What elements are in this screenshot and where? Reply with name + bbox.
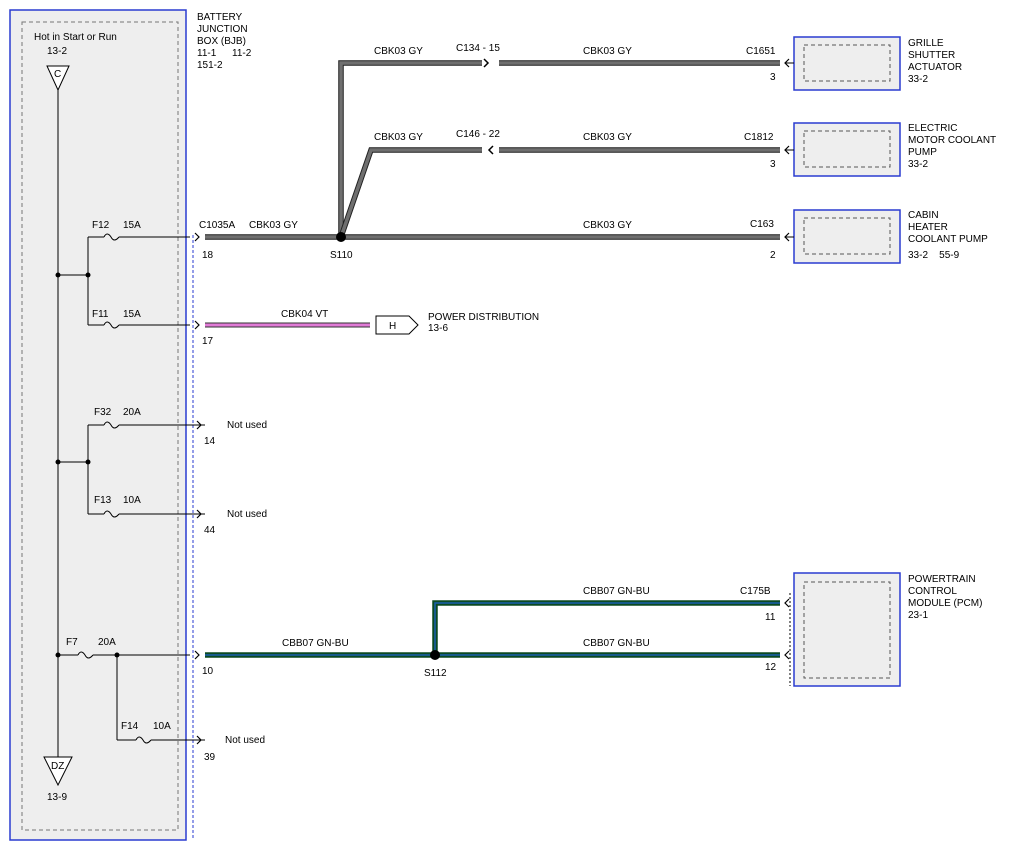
wire-label-cbk03-3: CBK03 GY: [374, 46, 423, 57]
pin-pcm-11: 11: [765, 612, 776, 623]
pcm-line-4: 23-1: [908, 610, 928, 621]
splice-s112-label: S112: [424, 668, 447, 679]
connector-c1812: C1812: [744, 132, 774, 143]
grille-line-1: GRILLE: [908, 38, 944, 49]
pcm-line-2: CONTROL: [908, 586, 957, 597]
power-distribution-label: POWER DISTRIBUTION: [428, 312, 539, 323]
fuse-f11: F11 15A: [88, 309, 190, 329]
pin-pump: 3: [770, 159, 776, 170]
inline-connector-c146: C146 - 22: [456, 129, 500, 140]
pin-39: 39: [204, 752, 216, 763]
grille-line-4: 33-2: [908, 74, 928, 85]
svg-text:10A: 10A: [153, 721, 171, 732]
offpage-connector-h: [375, 315, 419, 335]
bjb-ref-3: 151-2: [197, 60, 223, 71]
wire-cbk03-gy: [205, 60, 780, 240]
pin-17: 17: [202, 336, 214, 347]
wire-label-cbk03-6: CBK03 GY: [583, 132, 632, 143]
pin-grille: 3: [770, 72, 776, 83]
cabin-line-4: 33-2 55-9: [908, 250, 960, 261]
wire-label-cbk03-1: CBK03 GY: [249, 220, 298, 231]
svg-text:20A: 20A: [98, 637, 116, 648]
svg-text:F32: F32: [94, 407, 112, 418]
component-cabin-heater-coolant-pump: [784, 209, 901, 264]
wire-label-cbb07-2: CBB07 GN-BU: [583, 638, 650, 649]
hot-ref: 13-2: [47, 46, 67, 57]
cabin-line-1: CABIN: [908, 210, 939, 221]
ground-symbol-bottom: [43, 756, 73, 787]
offpage-connector-h-label: H: [389, 321, 396, 332]
svg-text:20A: 20A: [123, 407, 141, 418]
pump-line-3: PUMP: [908, 147, 937, 158]
svg-text:F7: F7: [66, 637, 78, 648]
power-distribution-ref: 13-6: [428, 323, 448, 334]
bjb-inner-border: [21, 21, 179, 831]
svg-text:F14: F14: [121, 721, 139, 732]
svg-text:F13: F13: [94, 495, 112, 506]
svg-text:15A: 15A: [123, 220, 141, 231]
wire-label-cbb07-3: CBB07 GN-BU: [583, 586, 650, 597]
pin-14: 14: [204, 436, 216, 447]
fuse-f7: F7 20A: [58, 637, 190, 740]
not-used-14: Not used: [227, 420, 267, 431]
splice-s112: [430, 650, 440, 660]
connector-c175b: C175B: [740, 586, 771, 597]
bjb-title-3: BOX (BJB): [197, 36, 246, 47]
pump-line-2: MOTOR COOLANT: [908, 135, 996, 146]
component-grille-shutter-actuator: [784, 36, 901, 91]
pin-44: 44: [204, 525, 216, 536]
pump-line-4: 33-2: [908, 159, 928, 170]
bjb-ref-1: 11-1: [197, 48, 217, 59]
splice-s110: [336, 232, 346, 242]
not-used-44: Not used: [227, 509, 267, 520]
connector-c163: C163: [750, 219, 774, 230]
wire-cbb07-gnbu: [205, 600, 780, 658]
cabin-line-3: COOLANT PUMP: [908, 234, 988, 245]
connector-c1035a: C1035A: [199, 220, 235, 231]
inline-connector-c134: C134 - 15: [456, 43, 500, 54]
pin-10: 10: [202, 666, 214, 677]
wire-label-cbb07-1: CBB07 GN-BU: [282, 638, 349, 649]
fuse-f12: F12 15A: [88, 220, 190, 241]
hot-label: Hot in Start or Run: [34, 32, 117, 43]
pcm-line-3: MODULE (PCM): [908, 598, 982, 609]
bjb-title-1: BATTERY: [197, 12, 243, 23]
wire-label-cbk03-4: CBK03 GY: [583, 46, 632, 57]
connector-c1651: C1651: [746, 46, 776, 57]
fuse-f14: F14 10A: [117, 721, 205, 744]
svg-text:10A: 10A: [123, 495, 141, 506]
power-symbol-top-label: C: [54, 69, 61, 80]
wire-label-cbk03-5: CBK03 GY: [374, 132, 423, 143]
pcm-line-1: POWERTRAIN: [908, 574, 976, 585]
fuse-f32: F32 20A: [88, 407, 205, 429]
svg-text:15A: 15A: [123, 309, 141, 320]
bjb-ref-2: 11-2: [232, 48, 252, 59]
fuse-f13: F13 10A: [88, 495, 205, 518]
ground-symbol-label: DZ: [51, 761, 64, 772]
bottom-ref: 13-9: [47, 792, 67, 803]
grille-line-2: SHUTTER: [908, 50, 955, 61]
bjb-title-2: JUNCTION: [197, 24, 248, 35]
wire-label-cbk03-2: CBK03 GY: [583, 220, 632, 231]
splice-s110-label: S110: [330, 250, 353, 261]
wire-label-cbk04: CBK04 VT: [281, 309, 328, 320]
cabin-line-2: HEATER: [908, 222, 948, 233]
not-used-39: Not used: [225, 735, 265, 746]
power-symbol-top: [46, 65, 70, 92]
svg-text:F12: F12: [92, 220, 110, 231]
pin-18: 18: [202, 250, 214, 261]
svg-text:F11: F11: [92, 309, 109, 320]
component-pcm: [784, 572, 901, 687]
component-electric-motor-coolant-pump: [784, 122, 901, 177]
pin-pcm-12: 12: [765, 662, 777, 673]
pump-line-1: ELECTRIC: [908, 123, 957, 134]
pin-cabin: 2: [770, 250, 776, 261]
bjb-pin-chevrons: [194, 232, 202, 745]
grille-line-3: ACTUATOR: [908, 62, 962, 73]
